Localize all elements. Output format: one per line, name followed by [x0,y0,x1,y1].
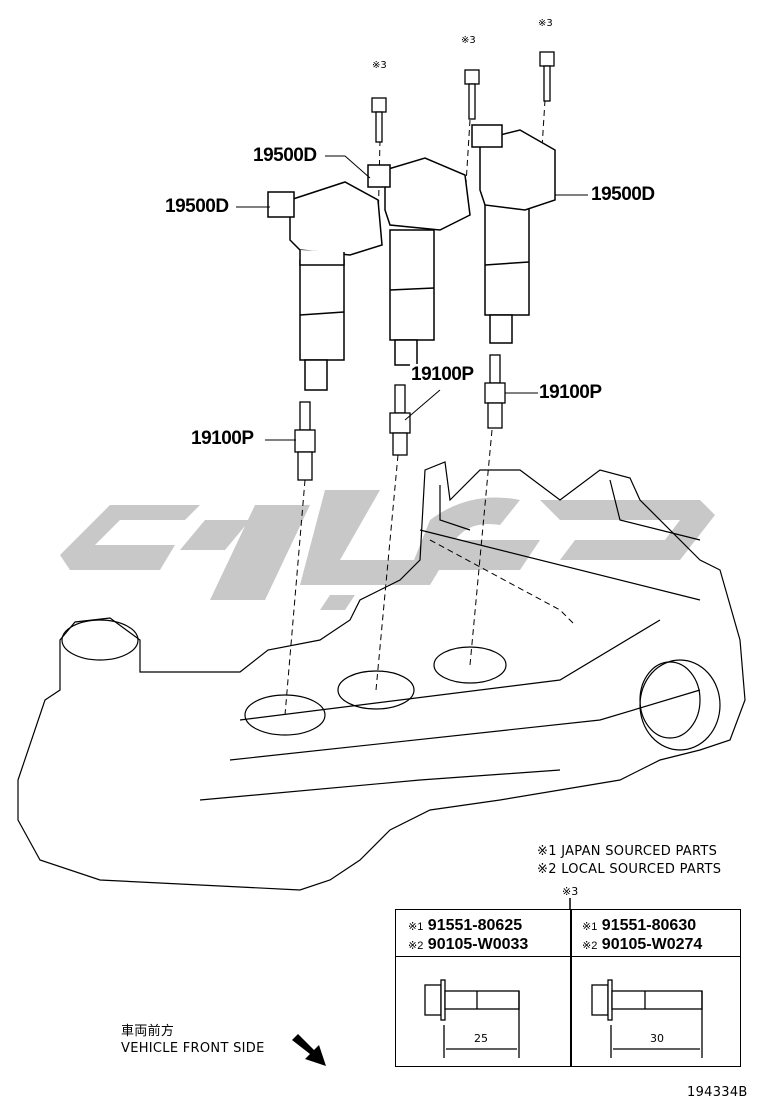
ignition-coils [267,124,556,391]
coil-bolts [371,51,555,143]
plug-part-number: 19100P [538,382,603,404]
watermark-logo [60,490,715,610]
plug-well-3 [433,646,507,684]
spark-plug-right [484,354,506,429]
spark-plug-middle [389,384,411,456]
plug-part-number: 19100P [190,428,255,450]
bolt-ref-label: ※3 [538,18,553,29]
plug-well-1 [244,694,326,736]
bolt-option-30: ※1 91551-80630 ※2 90105-W0274 [582,917,703,953]
coil-left [267,181,383,391]
coil-part-number: 19500D [590,184,656,206]
coil-part-number: 19500D [252,145,318,167]
table-bolt-drawings [424,979,703,1058]
bolt-table: ※1 91551-80625 ※2 90105-W0033 ※1 91551-8… [395,909,741,1067]
legend-japan: ※1 JAPAN SOURCED PARTS [537,844,718,859]
direction-label-jp: 車両前方 [121,1024,175,1039]
spark-plug-left [294,401,316,481]
bolt-1 [371,97,387,143]
coil-right [471,124,556,344]
legend-local: ※2 LOCAL SOURCED PARTS [537,862,722,877]
bolt-length: 25 [474,1032,488,1045]
bolt-2 [464,69,480,120]
bolt-ref-label: ※3 [461,35,476,46]
diagram-id: 194334B [687,1085,748,1100]
bolt-3 [539,51,555,102]
bolt-length: 30 [650,1032,664,1045]
plug-part-number: 19100P [410,364,475,386]
coil-middle [367,157,471,366]
table-ref: ※3 [562,885,579,898]
cylinder-head [17,461,746,891]
direction-label-en: VEHICLE FRONT SIDE [121,1041,265,1056]
bolt-option-25: ※1 91551-80625 ※2 90105-W0033 [408,917,529,953]
coil-part-number: 19500D [164,196,230,218]
arrow-down-right-icon [292,1034,326,1066]
plug-well-2 [337,670,415,710]
bolt-ref-label: ※3 [372,60,387,71]
spark-plugs [294,354,506,481]
